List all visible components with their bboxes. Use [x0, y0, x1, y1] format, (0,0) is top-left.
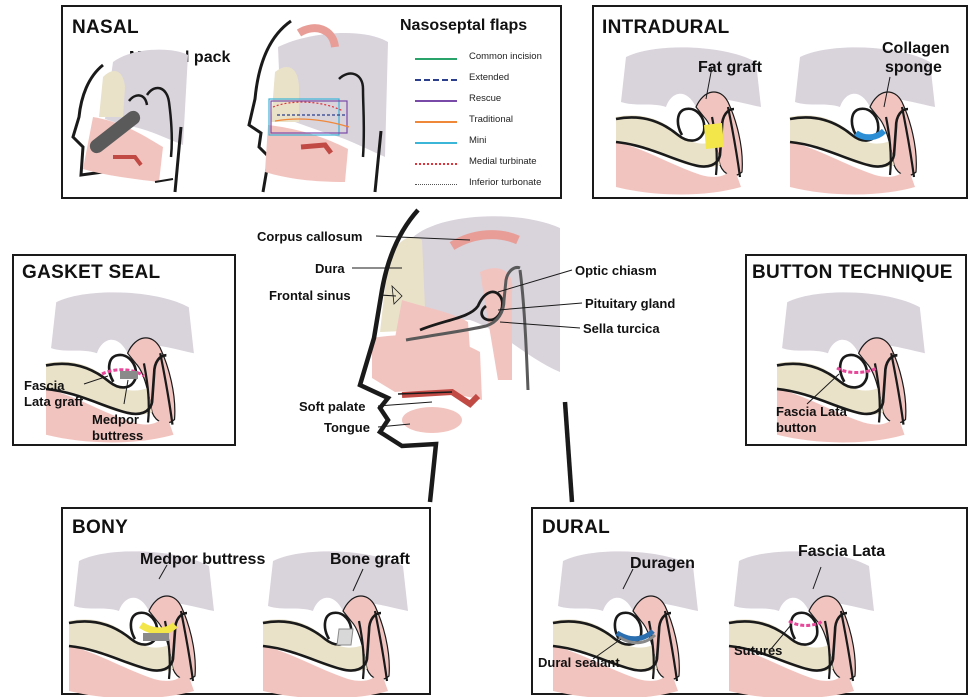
- dural-panel: DURAL Duragen Fascia Lata Dural sealant …: [531, 507, 968, 695]
- gasket-medpor-1: Medpor: [92, 412, 139, 427]
- label-pituitary-gland: Pituitary gland: [585, 296, 675, 311]
- label-dura: Dura: [315, 261, 345, 276]
- legend-label-mini: Mini: [469, 135, 486, 146]
- label-soft-palate: Soft palate: [299, 399, 365, 414]
- fat-graft-label: Fat graft: [698, 59, 762, 77]
- bony-panel: BONY Medpor buttress Bone graft: [61, 507, 431, 695]
- sutures-label: Sutures: [734, 643, 782, 658]
- intradural-panel: INTRADURAL Fat graft Collagen sponge: [592, 5, 968, 199]
- legend-line-mini: [415, 142, 457, 144]
- button-panel: BUTTON TECHNIQUE Fascia Lata button: [745, 254, 967, 446]
- button-fascia-1: Fascia Lata: [776, 404, 847, 419]
- bony-bone-graft-label: Bone graft: [330, 551, 410, 569]
- legend-line-rescue: [415, 100, 457, 102]
- dural-sealant-label: Dural sealant: [538, 655, 620, 670]
- legend-line-traditional: [415, 121, 457, 123]
- gasket-medpor-2: buttress: [92, 428, 143, 443]
- legend-line-extended: [415, 79, 457, 81]
- duragen-label: Duragen: [630, 555, 695, 573]
- legend-line-medial: [415, 163, 457, 165]
- legend-line-inferior: [415, 184, 457, 185]
- gasket-fascia-1: Fascia: [24, 378, 64, 393]
- label-tongue: Tongue: [324, 420, 370, 435]
- gasket-fascia-2: Lata graft: [24, 394, 83, 409]
- legend-label-traditional: Traditional: [469, 114, 513, 125]
- legend-label-common: Common incision: [469, 51, 542, 62]
- legend-label-inferior: Inferior turbonate: [469, 177, 541, 188]
- label-corpus-callosum: Corpus callosum: [257, 229, 362, 244]
- dural-fascia-label: Fascia Lata: [798, 543, 885, 561]
- gasket-panel: GASKET SEAL Fascia Lata graft Medpor but…: [12, 254, 236, 446]
- legend-label-extended: Extended: [469, 72, 509, 83]
- label-frontal-sinus: Frontal sinus: [269, 288, 351, 303]
- nasal-illustration: [63, 7, 564, 201]
- collagen-label-2: sponge: [885, 59, 942, 77]
- intradural-illustration: [594, 7, 970, 201]
- label-sella-turcica: Sella turcica: [583, 321, 660, 336]
- label-optic-chiasm: Optic chiasm: [575, 263, 657, 278]
- legend-line-common: [415, 58, 457, 60]
- nasal-panel: NASAL Merocel pack Nasoseptal flaps Comm…: [61, 5, 562, 199]
- button-fascia-2: button: [776, 420, 816, 435]
- bony-illustration: [63, 509, 433, 697]
- bony-medpor-label: Medpor buttress: [140, 551, 265, 569]
- collagen-label-1: Collagen: [882, 40, 950, 58]
- legend-label-medial: Medial turbinate: [469, 156, 537, 167]
- legend-label-rescue: Rescue: [469, 93, 501, 104]
